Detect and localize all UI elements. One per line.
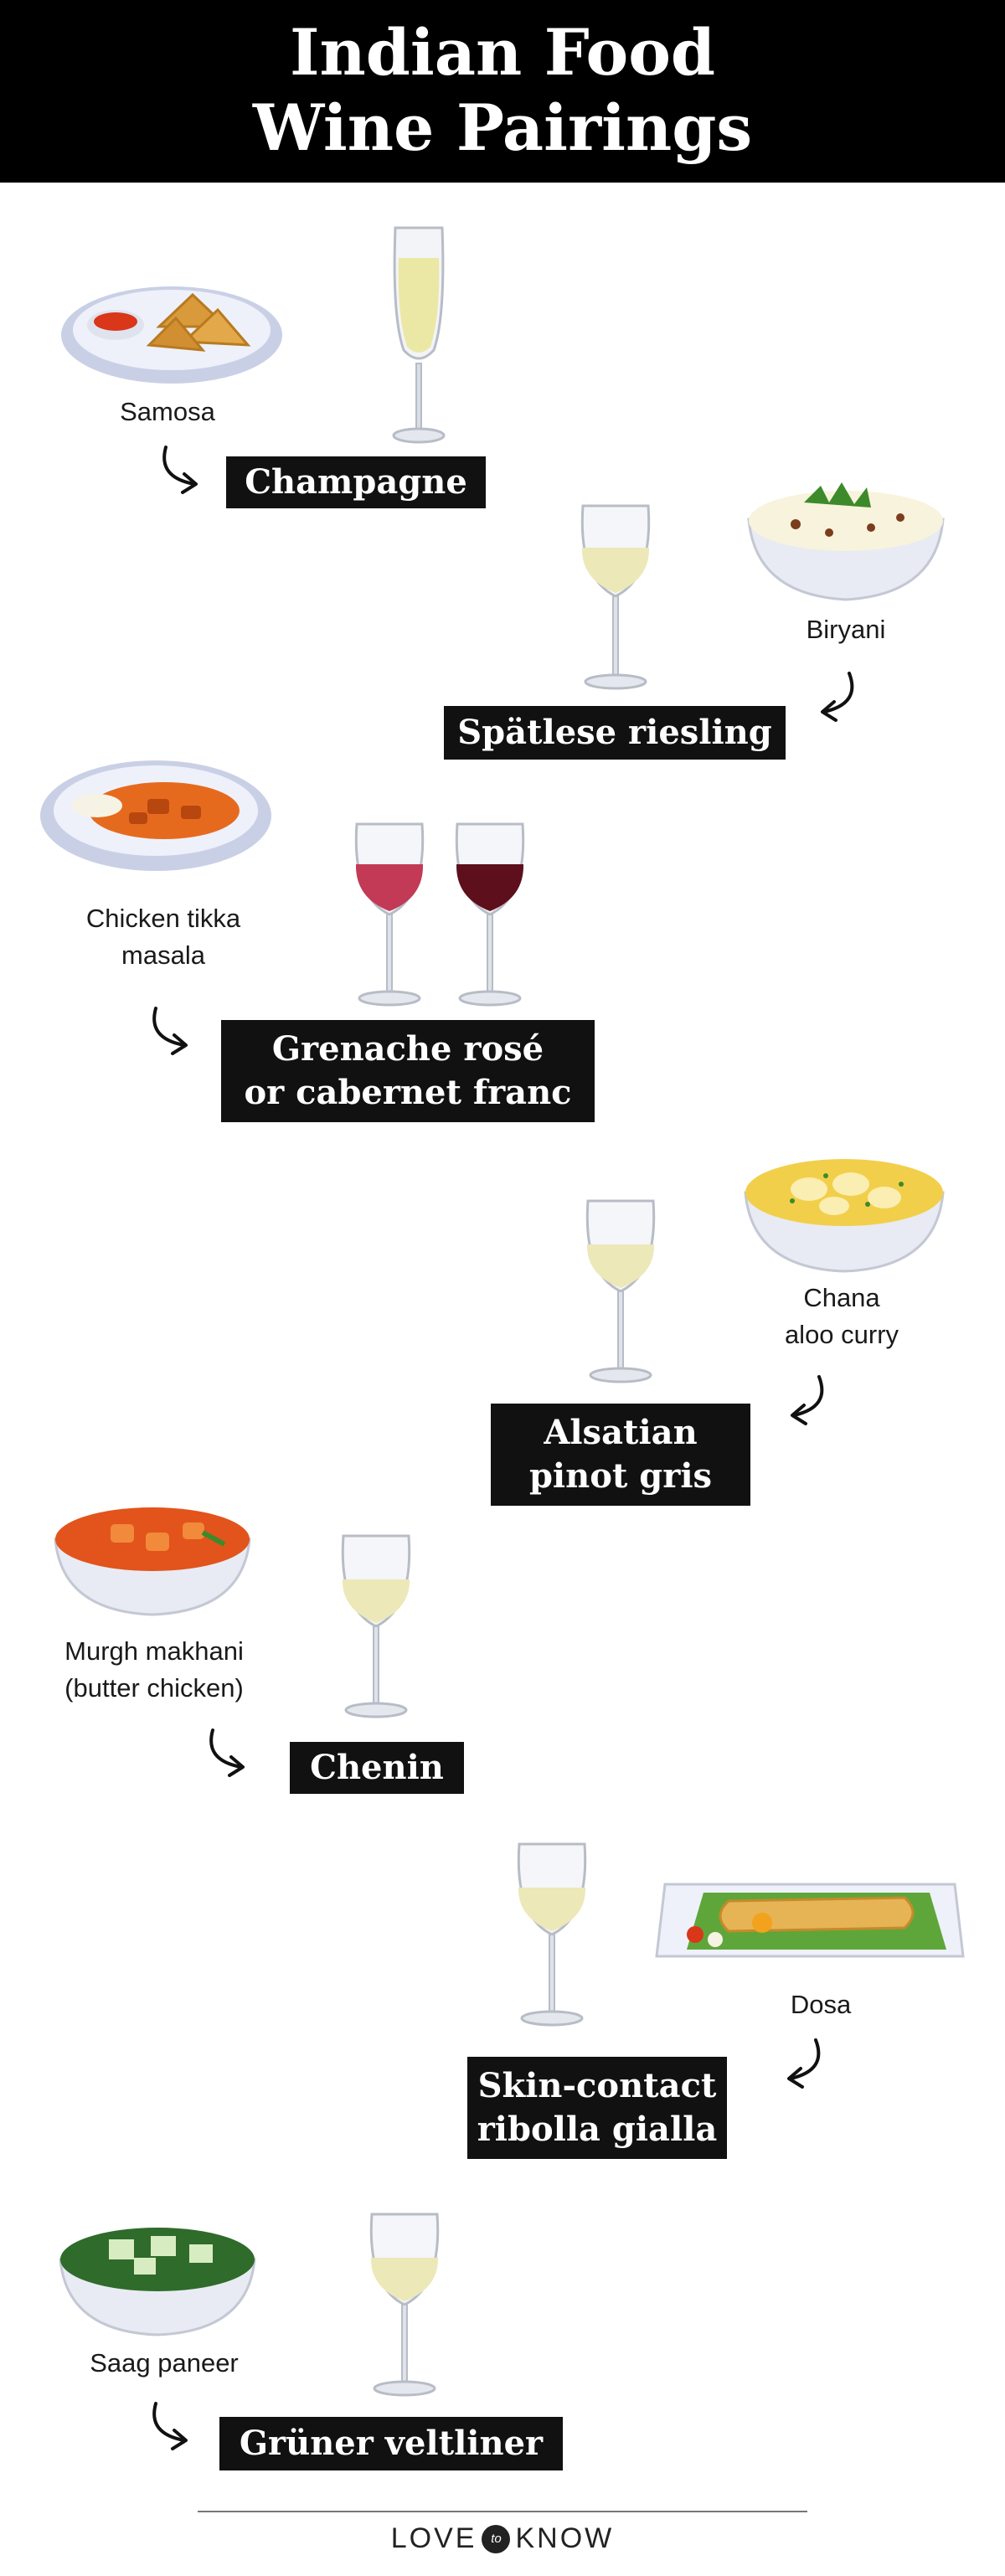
flute-glass-icon — [392, 226, 446, 444]
dish-caption-dosa: Dosa — [790, 1990, 852, 2019]
curved-arrow-icon — [152, 2402, 188, 2450]
brand-text-left: LOVE — [390, 2522, 477, 2554]
dish-caption-saag-paneer: Saag paneer — [90, 2348, 239, 2378]
white-wine-glass-icon — [517, 1842, 587, 2027]
curved-arrow-icon — [209, 1728, 245, 1777]
wine-label-gruner-veltliner: Grüner veltliner — [219, 2417, 563, 2470]
curved-arrow-icon — [821, 672, 854, 722]
brand-logo: LOVE to KNOW — [0, 2522, 1005, 2555]
wine-label-chenin: Chenin — [290, 1742, 464, 1794]
murgh-makhani-bowl-illustration — [54, 1507, 251, 1616]
curved-arrow-icon — [152, 1007, 188, 1055]
wine-label-spatlese-riesling: Spätlese riesling — [444, 706, 786, 760]
white-wine-glass-icon — [341, 1534, 411, 1718]
white-wine-glass-icon — [585, 1199, 656, 1383]
curved-arrow-icon — [791, 1375, 824, 1425]
wine-label-champagne: Champagne — [226, 456, 486, 508]
footer-divider — [198, 2511, 807, 2512]
brand-text-right: KNOW — [515, 2522, 615, 2554]
samosa-plate-illustration — [61, 286, 282, 384]
dish-caption-chicken-tikka-masala: Chicken tikka masala — [85, 904, 241, 970]
tikka-masala-plate-illustration — [40, 760, 271, 871]
white-wine-glass-icon — [369, 2213, 440, 2397]
header-banner: Indian Food Wine Pairings — [0, 0, 1005, 183]
red-wine-glass-icon — [455, 822, 525, 1007]
curved-arrow-icon — [787, 2038, 821, 2089]
dosa-platter-illustration — [655, 1883, 965, 1958]
wine-label-skin-contact-ribolla-gialla: Skin-contact ribolla gialla — [467, 2057, 727, 2159]
page-title-line-2: Wine Pairings — [252, 90, 753, 165]
chana-curry-bowl-illustration — [744, 1159, 945, 1273]
curved-arrow-icon — [162, 446, 198, 494]
page-title-line-1: Indian Food — [289, 15, 716, 90]
dish-caption-murgh-makhani: Murgh makhani (butter chicken) — [64, 1636, 244, 1703]
saag-paneer-bowl-illustration — [59, 2228, 256, 2336]
white-wine-glass-icon — [580, 504, 651, 690]
rose-wine-glass-icon — [354, 822, 425, 1007]
biryani-bowl-illustration — [747, 482, 945, 601]
dish-caption-biryani: Biryani — [806, 615, 886, 644]
wine-label-grenache-cabernet: Grenache rosé or cabernet franc — [221, 1020, 595, 1122]
dish-caption-samosa: Samosa — [120, 397, 215, 426]
wine-label-alsatian-pinot-gris: Alsatian pinot gris — [491, 1404, 750, 1506]
dish-caption-chana-aloo-curry: Chana aloo curry — [784, 1283, 899, 1349]
brand-circle-icon: to — [482, 2524, 511, 2553]
